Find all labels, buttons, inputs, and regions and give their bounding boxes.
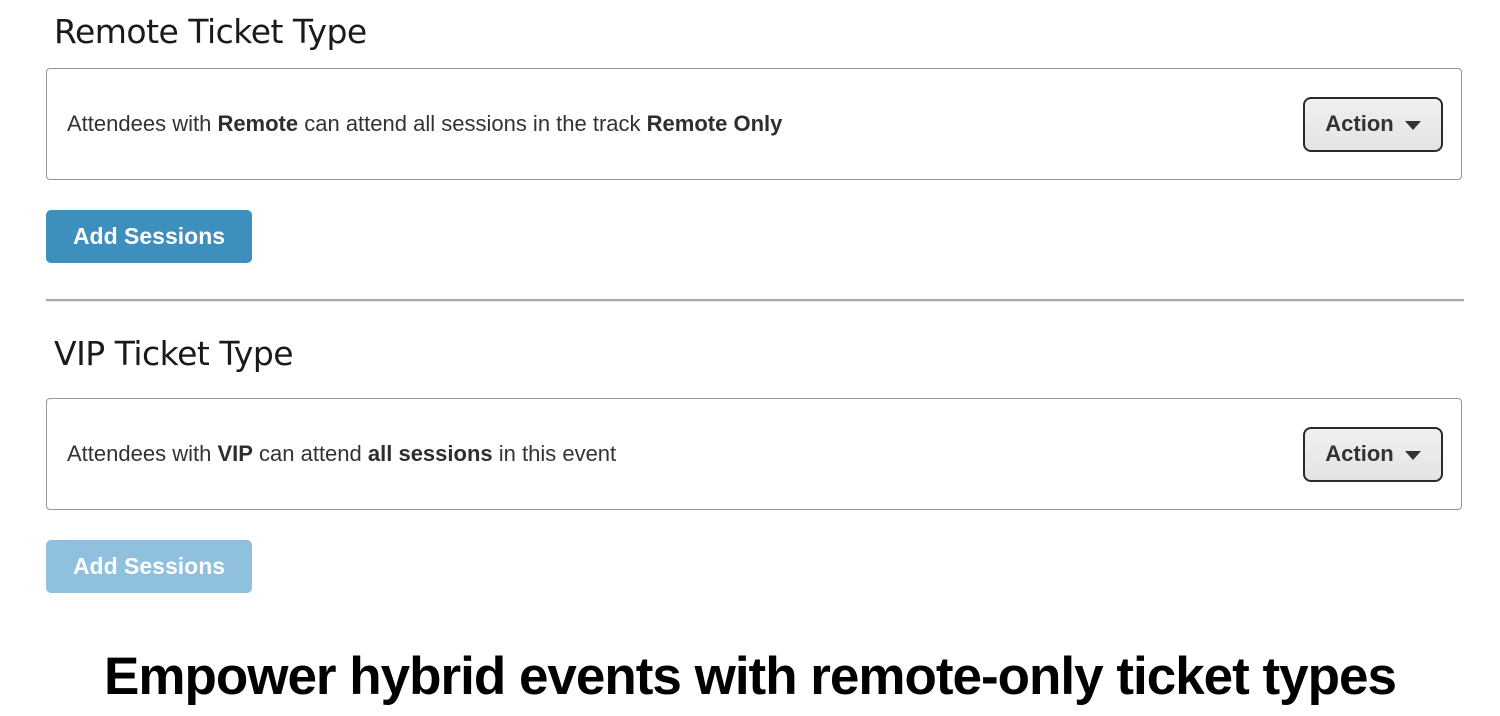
- marketing-headline: Empower hybrid events with remote-only t…: [104, 647, 1397, 706]
- section-heading-vip-ticket-type: VIP Ticket Type: [54, 334, 294, 373]
- vip-ticket-description: Attendees with VIP can attend all sessio…: [67, 441, 617, 466]
- action-dropdown-button[interactable]: Action: [1303, 96, 1443, 152]
- vip-ticket-panel: Attendees with VIP can attend all sessio…: [46, 398, 1462, 510]
- add-sessions-button[interactable]: Add Sessions: [46, 210, 252, 263]
- action-dropdown-button[interactable]: Action: [1303, 426, 1443, 482]
- caret-down-icon: [1404, 121, 1421, 130]
- add-sessions-button-disabled[interactable]: Add Sessions: [46, 540, 252, 593]
- section-heading-remote-ticket-type: Remote Ticket Type: [54, 12, 367, 51]
- section-divider: [46, 299, 1464, 302]
- remote-ticket-panel: Attendees with Remote can attend all ses…: [46, 68, 1462, 180]
- action-button-label: Action: [1325, 111, 1394, 136]
- remote-ticket-description: Attendees with Remote can attend all ses…: [67, 111, 783, 136]
- action-button-label: Action: [1325, 441, 1394, 466]
- caret-down-icon: [1404, 451, 1421, 460]
